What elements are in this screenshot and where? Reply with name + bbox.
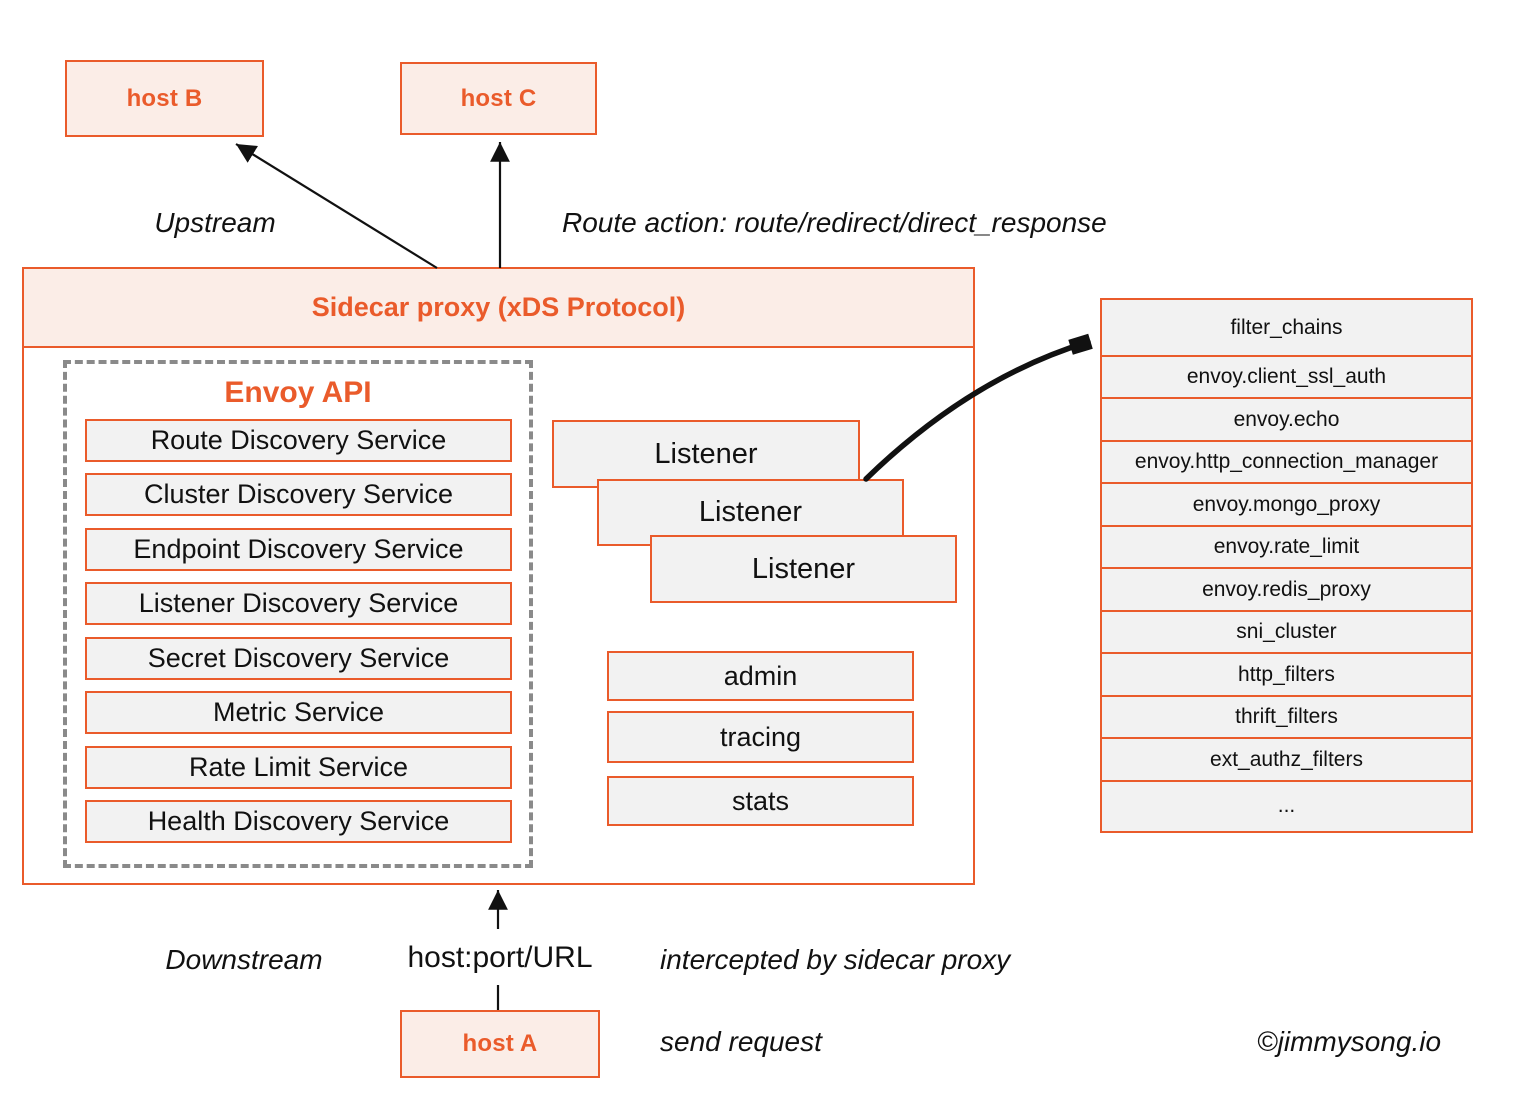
service-box-endpoint-discovery: Endpoint Discovery Service: [85, 528, 512, 571]
listener-label: Listener: [698, 496, 803, 528]
service-box-listener-discovery: Listener Discovery Service: [85, 582, 512, 625]
listener-box-2: Listener: [597, 479, 904, 546]
filter-row-mongo-proxy: envoy.mongo_proxy: [1100, 482, 1473, 527]
service-box-cluster-discovery: Cluster Discovery Service: [85, 473, 512, 516]
sidecar-proxy-header: Sidecar proxy (xDS Protocol): [24, 269, 973, 348]
component-label: admin: [723, 660, 798, 691]
listener-box-3: Listener: [650, 535, 957, 603]
service-label: Health Discovery Service: [147, 806, 450, 836]
host-b-label: host B: [126, 84, 203, 112]
filter-row-label: http_filters: [1238, 662, 1335, 686]
host-b-box: host B: [65, 60, 264, 137]
service-label: Metric Service: [212, 697, 385, 727]
filter-row-label: sni_cluster: [1236, 620, 1337, 643]
host-c-label: host C: [460, 84, 537, 112]
service-box-metric: Metric Service: [85, 691, 512, 734]
filter-row-label: envoy.mongo_proxy: [1192, 492, 1381, 516]
intercepted-label: intercepted by sidecar proxy: [660, 944, 1011, 975]
filter-row-label: ...: [1277, 794, 1296, 817]
service-label: Listener Discovery Service: [138, 588, 459, 618]
component-label: stats: [731, 785, 790, 816]
host-a-box: host A: [400, 1010, 600, 1078]
filter-row-sni-cluster: sni_cluster: [1100, 609, 1473, 655]
listener-box-1: Listener: [552, 420, 860, 488]
host-a-label: host A: [462, 1030, 538, 1057]
filter-row-label: filter_chains: [1230, 315, 1343, 339]
filter-row-label: thrift_filters: [1235, 705, 1338, 728]
component-box-tracing: tracing: [607, 711, 914, 763]
filter-row-redis-proxy: envoy.redis_proxy: [1100, 567, 1473, 612]
filter-chains-table: filter_chains envoy.client_ssl_auth envo…: [1100, 298, 1473, 833]
service-box-rate-limit: Rate Limit Service: [85, 746, 512, 789]
route-action-label: Route action: route/redirect/direct_resp…: [562, 207, 1107, 238]
sidecar-proxy-title: Sidecar proxy (xDS Protocol): [311, 292, 686, 322]
filter-row-label: envoy.http_connection_manager: [1134, 450, 1439, 473]
filter-row-echo: envoy.echo: [1100, 397, 1473, 442]
envoy-api-title: Envoy API: [224, 376, 372, 409]
filter-row-ext-authz-filters: ext_authz_filters: [1100, 737, 1473, 782]
service-box-secret-discovery: Secret Discovery Service: [85, 637, 512, 680]
filter-row-rate-limit: envoy.rate_limit: [1100, 524, 1473, 570]
send-request-label: send request: [660, 1026, 822, 1057]
envoy-api-group: [63, 360, 533, 868]
filter-row-label: envoy.client_ssl_auth: [1186, 365, 1387, 388]
listener-label: Listener: [751, 552, 856, 585]
filter-row-label: envoy.echo: [1233, 407, 1340, 431]
service-box-route-discovery: Route Discovery Service: [85, 419, 512, 462]
filter-row-http-filters: http_filters: [1100, 652, 1473, 697]
downstream-label: Downstream: [165, 944, 323, 975]
service-box-health-discovery: Health Discovery Service: [85, 800, 512, 843]
filter-row-thrift-filters: thrift_filters: [1100, 694, 1473, 740]
filter-row-client-ssl-auth: envoy.client_ssl_auth: [1100, 354, 1473, 400]
service-label: Rate Limit Service: [188, 752, 409, 782]
service-label: Secret Discovery Service: [147, 643, 450, 673]
host-c-box: host C: [400, 62, 597, 135]
component-box-stats: stats: [607, 776, 914, 826]
service-label: Route Discovery Service: [150, 425, 447, 455]
filter-row-label: envoy.redis_proxy: [1202, 577, 1371, 601]
listener-label: Listener: [654, 437, 758, 470]
component-label: tracing: [719, 721, 802, 752]
filter-row-http-connection-manager: envoy.http_connection_manager: [1100, 439, 1473, 485]
filter-row-label: envoy.rate_limit: [1213, 535, 1360, 558]
service-label: Endpoint Discovery Service: [133, 534, 464, 564]
component-box-admin: admin: [607, 651, 914, 701]
filter-row-label: ext_authz_filters: [1210, 747, 1363, 771]
filter-row-ellipsis: ...: [1100, 779, 1473, 833]
upstream-label: Upstream: [154, 207, 276, 238]
filter-row-filter-chains: filter_chains: [1100, 298, 1473, 357]
arrow-to-host-b: [235, 143, 438, 269]
service-label: Cluster Discovery Service: [143, 479, 454, 509]
credit-label: ©jimmysong.io: [1257, 1026, 1442, 1057]
host-port-url-label: host:port/URL: [407, 941, 593, 974]
